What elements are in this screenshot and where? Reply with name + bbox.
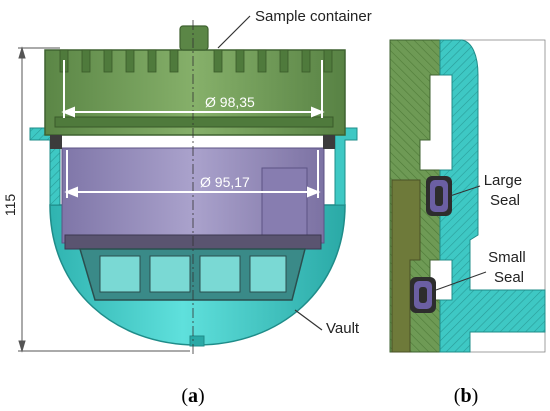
vault-bottom-nub [189, 335, 205, 347]
lower-cage-windows [99, 255, 287, 293]
panel-b: Large Seal Small Seal (b) [389, 39, 546, 407]
detail-vault-section [439, 39, 546, 353]
large-seal-leader [449, 185, 481, 197]
dimension-top-diameter-label: Ø 98,35 [205, 94, 255, 110]
panel-a: Ø 98,35 Ø 95,17 115 Sample container Vau… [2, 8, 372, 407]
detail-container-core [391, 179, 421, 353]
dimension-top-diameter-line [61, 60, 325, 118]
caption-a: (a) [181, 385, 204, 407]
vault-seal-left [50, 135, 62, 149]
vault-seal-right [323, 135, 335, 149]
caption-a-letter: a [188, 385, 198, 407]
container-crenellations [59, 49, 333, 73]
small-seal-label: Small Seal [488, 249, 530, 286]
container-ring [54, 116, 334, 128]
caption-b: (b) [454, 385, 478, 407]
caption-b-letter: b [460, 385, 471, 407]
vault-right-flange [334, 127, 358, 206]
callout-sample-container-label: Sample container [255, 8, 372, 25]
dimension-inner-diameter-line [64, 150, 321, 198]
large-seal-label: Large Seal [484, 172, 527, 209]
large-seal [426, 176, 452, 216]
dimension-height-label: 115 [2, 194, 18, 217]
small-seal [410, 277, 436, 313]
small-seal-leader [435, 271, 487, 291]
callout-vault-label: Vault [326, 320, 360, 337]
callout-sample-container-leader [217, 15, 251, 49]
callout-vault-leader [294, 309, 323, 331]
inner-body-block [261, 167, 308, 239]
container-knob [179, 25, 209, 51]
dimension-height-line [18, 46, 190, 353]
dimension-inner-diameter-label: Ø 95,17 [200, 174, 250, 190]
